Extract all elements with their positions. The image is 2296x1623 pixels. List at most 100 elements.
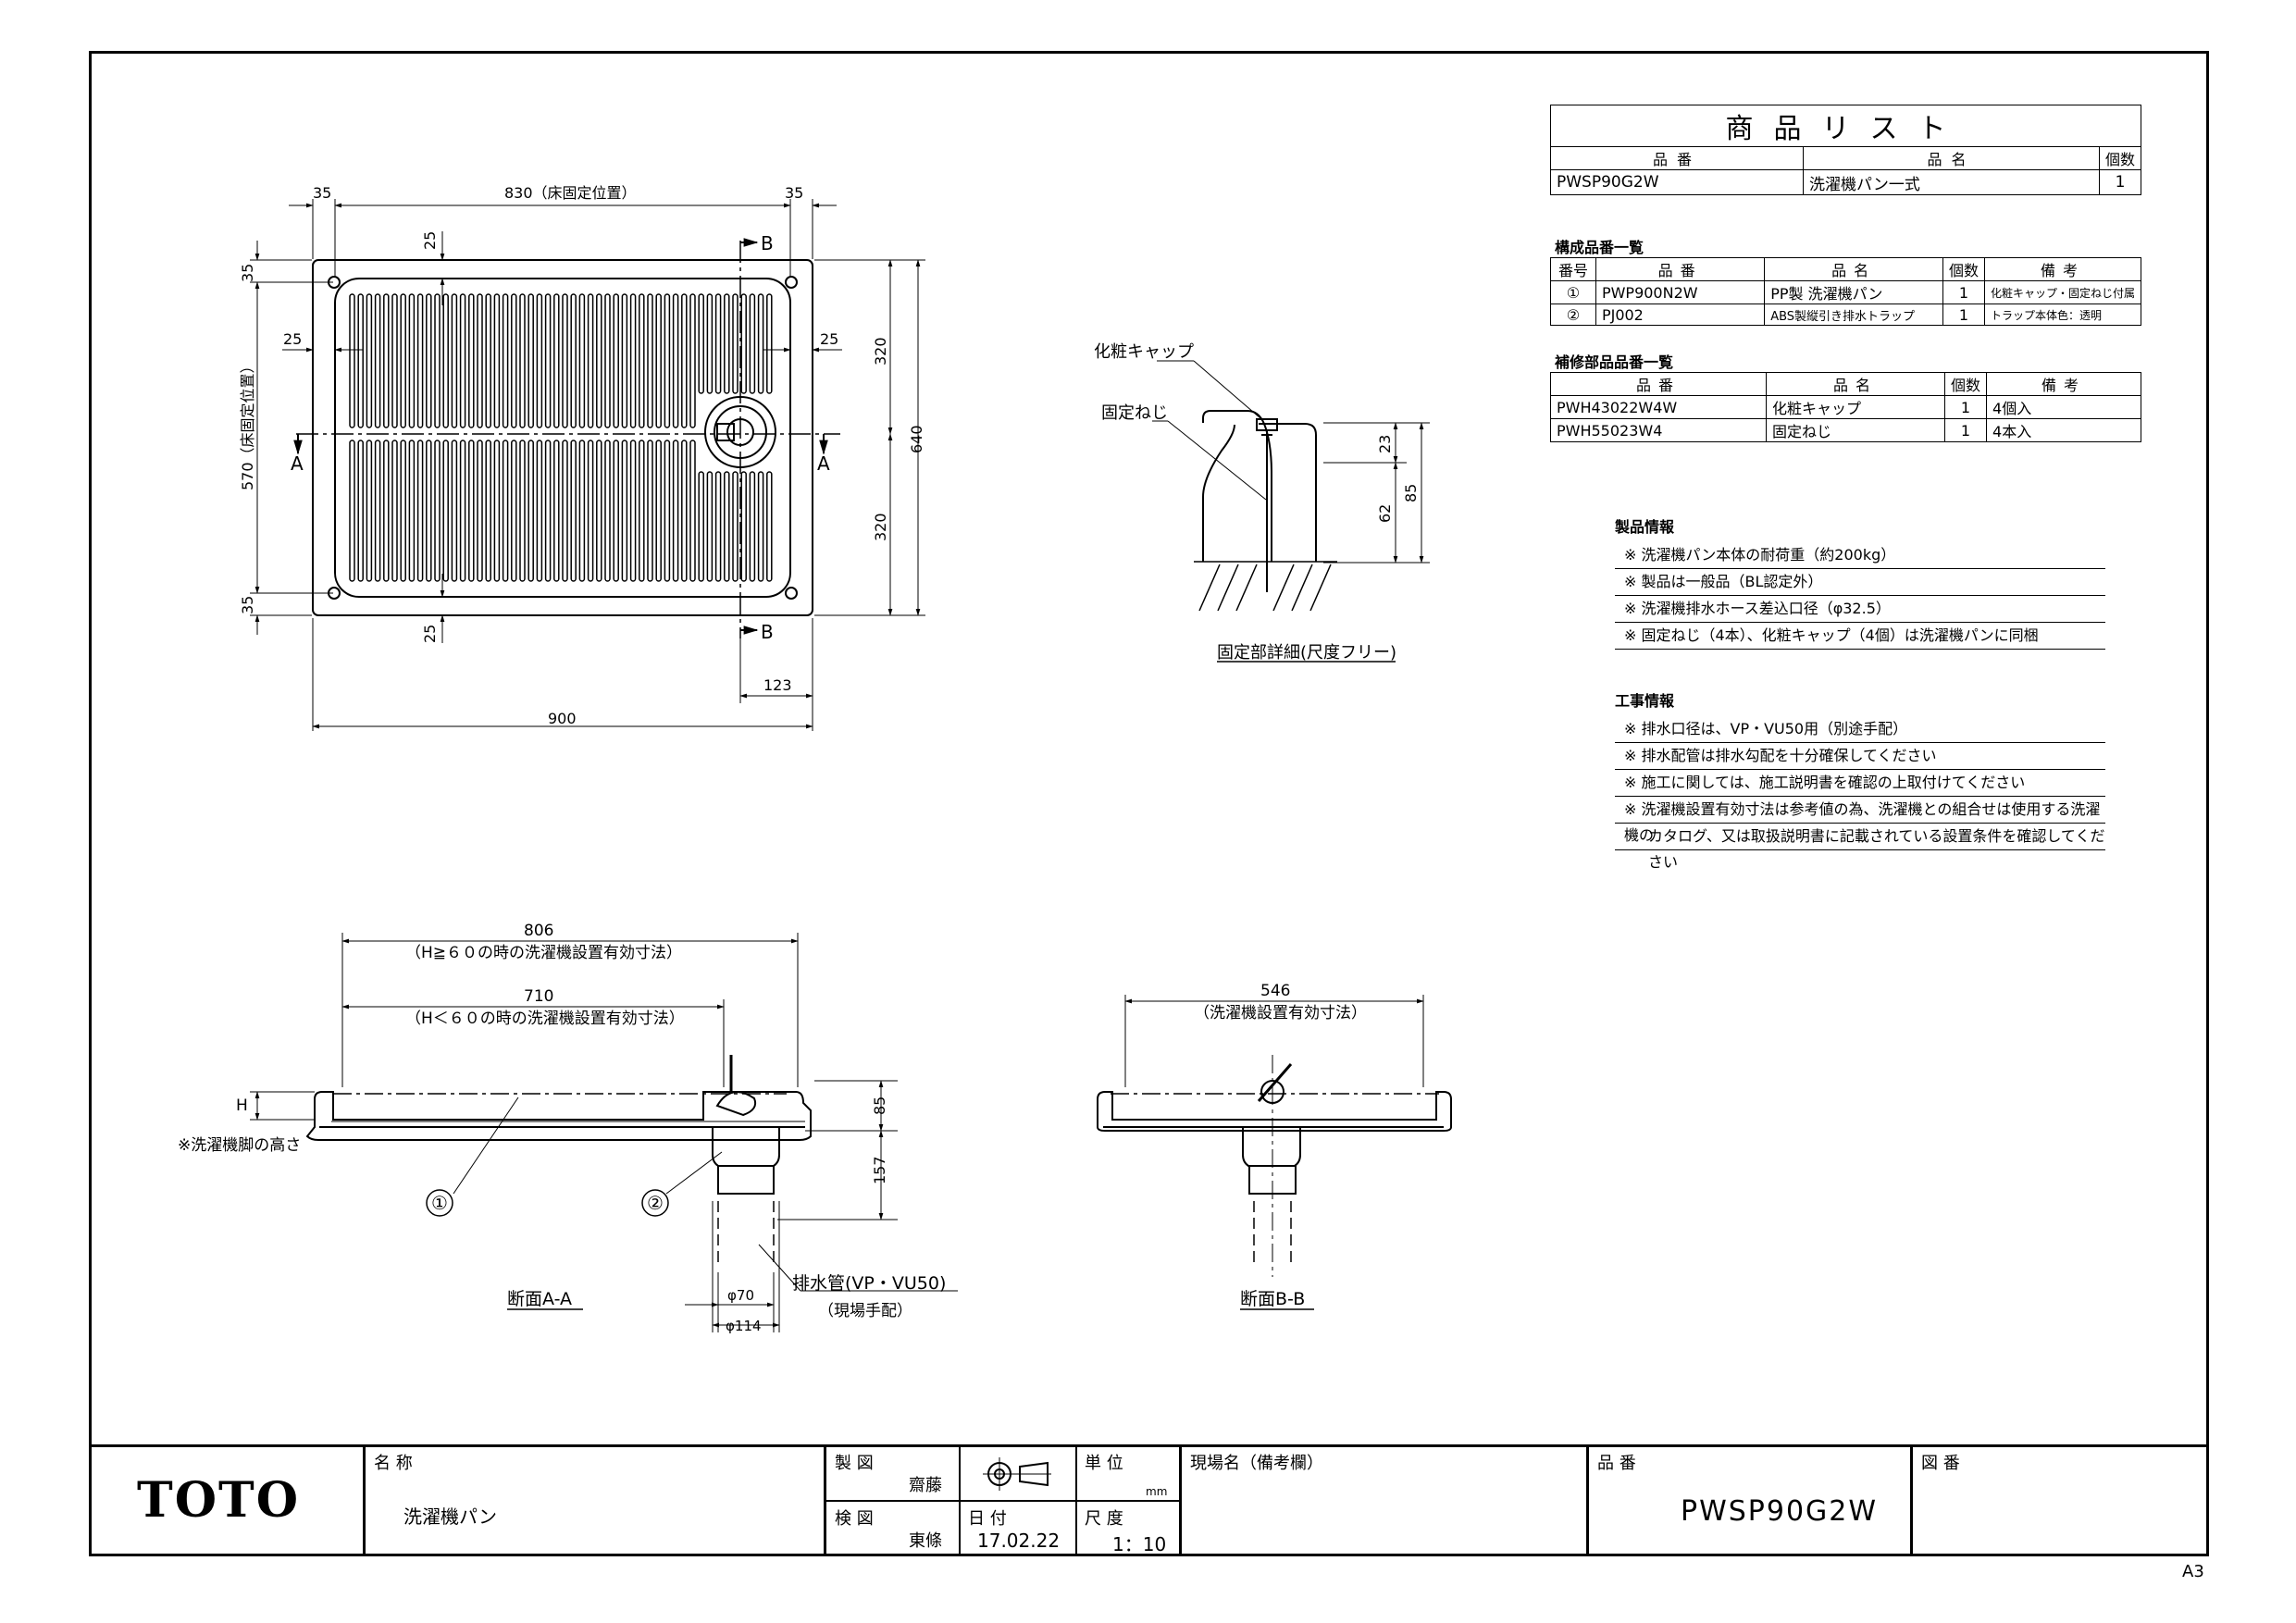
dim-85-aa: 85: [871, 1096, 888, 1115]
repair-parts-title: 補修部品品番一覧: [1555, 353, 1674, 371]
drawn-label: 製 図: [835, 1454, 874, 1473]
drain-rib: [698, 471, 704, 582]
drain-rib: [689, 440, 696, 582]
label-cosmetic-cap: 化粧キャップ: [1094, 342, 1194, 362]
header-no: 番号: [1550, 257, 1596, 281]
date-value: 17.02.22: [977, 1530, 1061, 1552]
drain-rib: [400, 293, 406, 428]
drain-rib: [442, 440, 449, 582]
drain-rib: [655, 440, 662, 582]
drain-rib: [416, 293, 424, 428]
drain-rib: [672, 440, 679, 582]
drain-rib: [613, 440, 619, 582]
cell-qty: 1: [1943, 418, 1988, 442]
cell-qty: 1: [1942, 304, 1985, 326]
drain-rib: [459, 440, 466, 582]
header-qty: 個数: [1942, 257, 1985, 281]
fixing-labels: 化粧キャップ 固定ねじ 23 62 85 固定部詳細(尺度フリー): [1094, 342, 1420, 663]
cell-qty: 1: [1943, 395, 1988, 419]
drain-rib: [629, 440, 637, 582]
drain-rib: [672, 293, 679, 428]
dim-710: 710: [524, 987, 553, 1006]
drain-rib: [451, 440, 458, 582]
section-aa-caption: 断面A-A: [507, 1289, 572, 1309]
header-part-no: 品番: [1550, 372, 1767, 396]
dim-left-mid: 570（床固定位置）: [239, 358, 256, 490]
drain-rib: [544, 440, 552, 582]
drain-rib: [749, 471, 756, 582]
drain-rib: [613, 293, 619, 428]
date-label: 日 付: [968, 1509, 1007, 1529]
product-info-item: ※ 洗濯機排水ホース差込口径（φ32.5）: [1615, 596, 2105, 623]
repair-parts-table: 品番 品名 個数 備考 PWH43022W4W 化粧キャップ 1 4個入 PWH…: [1550, 372, 2141, 442]
drain-rib: [485, 440, 491, 582]
drain-rib: [383, 440, 390, 582]
dim-phi70: φ70: [727, 1287, 754, 1304]
drain-rib: [468, 440, 475, 582]
drain-rib: [757, 471, 764, 582]
drain-rib: [732, 471, 738, 582]
unit-value: mm: [1146, 1485, 1168, 1498]
dim-inner-right: 25: [820, 330, 838, 348]
divider: [1586, 1444, 1589, 1556]
drain-rib: [357, 440, 364, 582]
drain-rib: [349, 440, 355, 582]
header-note: 備考: [1986, 372, 2141, 396]
cell-no: ①: [1550, 280, 1596, 304]
table-row: PWH43022W4W 化粧キャップ 1 4個入: [1550, 395, 2141, 419]
drain-rib: [477, 293, 483, 428]
checked-label: 検 図: [835, 1509, 874, 1529]
drain-rib: [544, 293, 552, 428]
dim-phi114: φ114: [726, 1318, 762, 1334]
product-info-item: ※ 洗濯機パン本体の耐荷重（約200kg）: [1615, 542, 2105, 569]
scale-label: 尺 度: [1085, 1509, 1123, 1529]
dim-23: 23: [1376, 435, 1394, 453]
drain-rib: [604, 440, 611, 582]
cell-qty: 1: [2098, 169, 2142, 195]
part-label: 品 番: [1597, 1454, 1636, 1473]
dim-top-right: 35: [785, 184, 803, 202]
cell-qty: 1: [1942, 280, 1985, 304]
drain-rib: [502, 440, 509, 582]
drain-rib: [553, 440, 560, 582]
h-label: H: [236, 1096, 248, 1115]
drain-rib: [639, 293, 645, 428]
table-row: ① PWP900N2W PP製 洗濯機パン 1 化粧キャップ・固定ねじ付属: [1550, 280, 2142, 304]
drain-rib: [587, 293, 594, 428]
drain-rib: [442, 293, 449, 428]
cell-note: 4個入: [1986, 395, 2141, 419]
label-fixing-screw: 固定ねじ: [1101, 403, 1168, 423]
cell-name: ABS製縦引き排水トラップ: [1764, 304, 1943, 326]
header-part-no: 品番: [1595, 257, 1766, 281]
dim-left-top: 35: [239, 264, 256, 282]
drain-rib: [655, 293, 662, 428]
drain-rib: [485, 293, 491, 428]
drain-rib: [408, 293, 416, 428]
drain-rib: [749, 293, 756, 394]
unit-label: 単 位: [1085, 1454, 1123, 1473]
header-note: 備考: [1983, 257, 2142, 281]
drain-rib: [740, 471, 747, 582]
divider: [1910, 1444, 1913, 1556]
construction-info-title: 工事情報: [1615, 692, 1675, 710]
divider: [1179, 1444, 1182, 1556]
drain-rib: [714, 293, 722, 394]
drain-rib: [664, 293, 671, 428]
drain-rib: [468, 293, 475, 428]
drain-rib: [664, 440, 671, 582]
drain-pipe-label: 排水管(VP・VU50): [792, 1273, 946, 1294]
drain-rib: [493, 293, 501, 428]
drain-rib: [621, 293, 628, 428]
section-bb-caption: 断面B-B: [1240, 1289, 1305, 1309]
drain-rib: [706, 471, 714, 582]
plan-view: [250, 199, 925, 731]
section-mark-a-left: A: [291, 452, 304, 475]
note-806: （H≧６０の時の洗濯機設置有効寸法）: [405, 944, 682, 962]
dim-top-mid: 830（床固定位置）: [504, 184, 637, 202]
drain-rib: [639, 440, 645, 582]
header-name: 品名: [1764, 257, 1943, 281]
leg-height-note: ※洗濯機脚の高さ: [178, 1136, 301, 1155]
drain-rib: [502, 293, 509, 428]
section-aa: [250, 933, 958, 1332]
drain-rib: [587, 440, 594, 582]
